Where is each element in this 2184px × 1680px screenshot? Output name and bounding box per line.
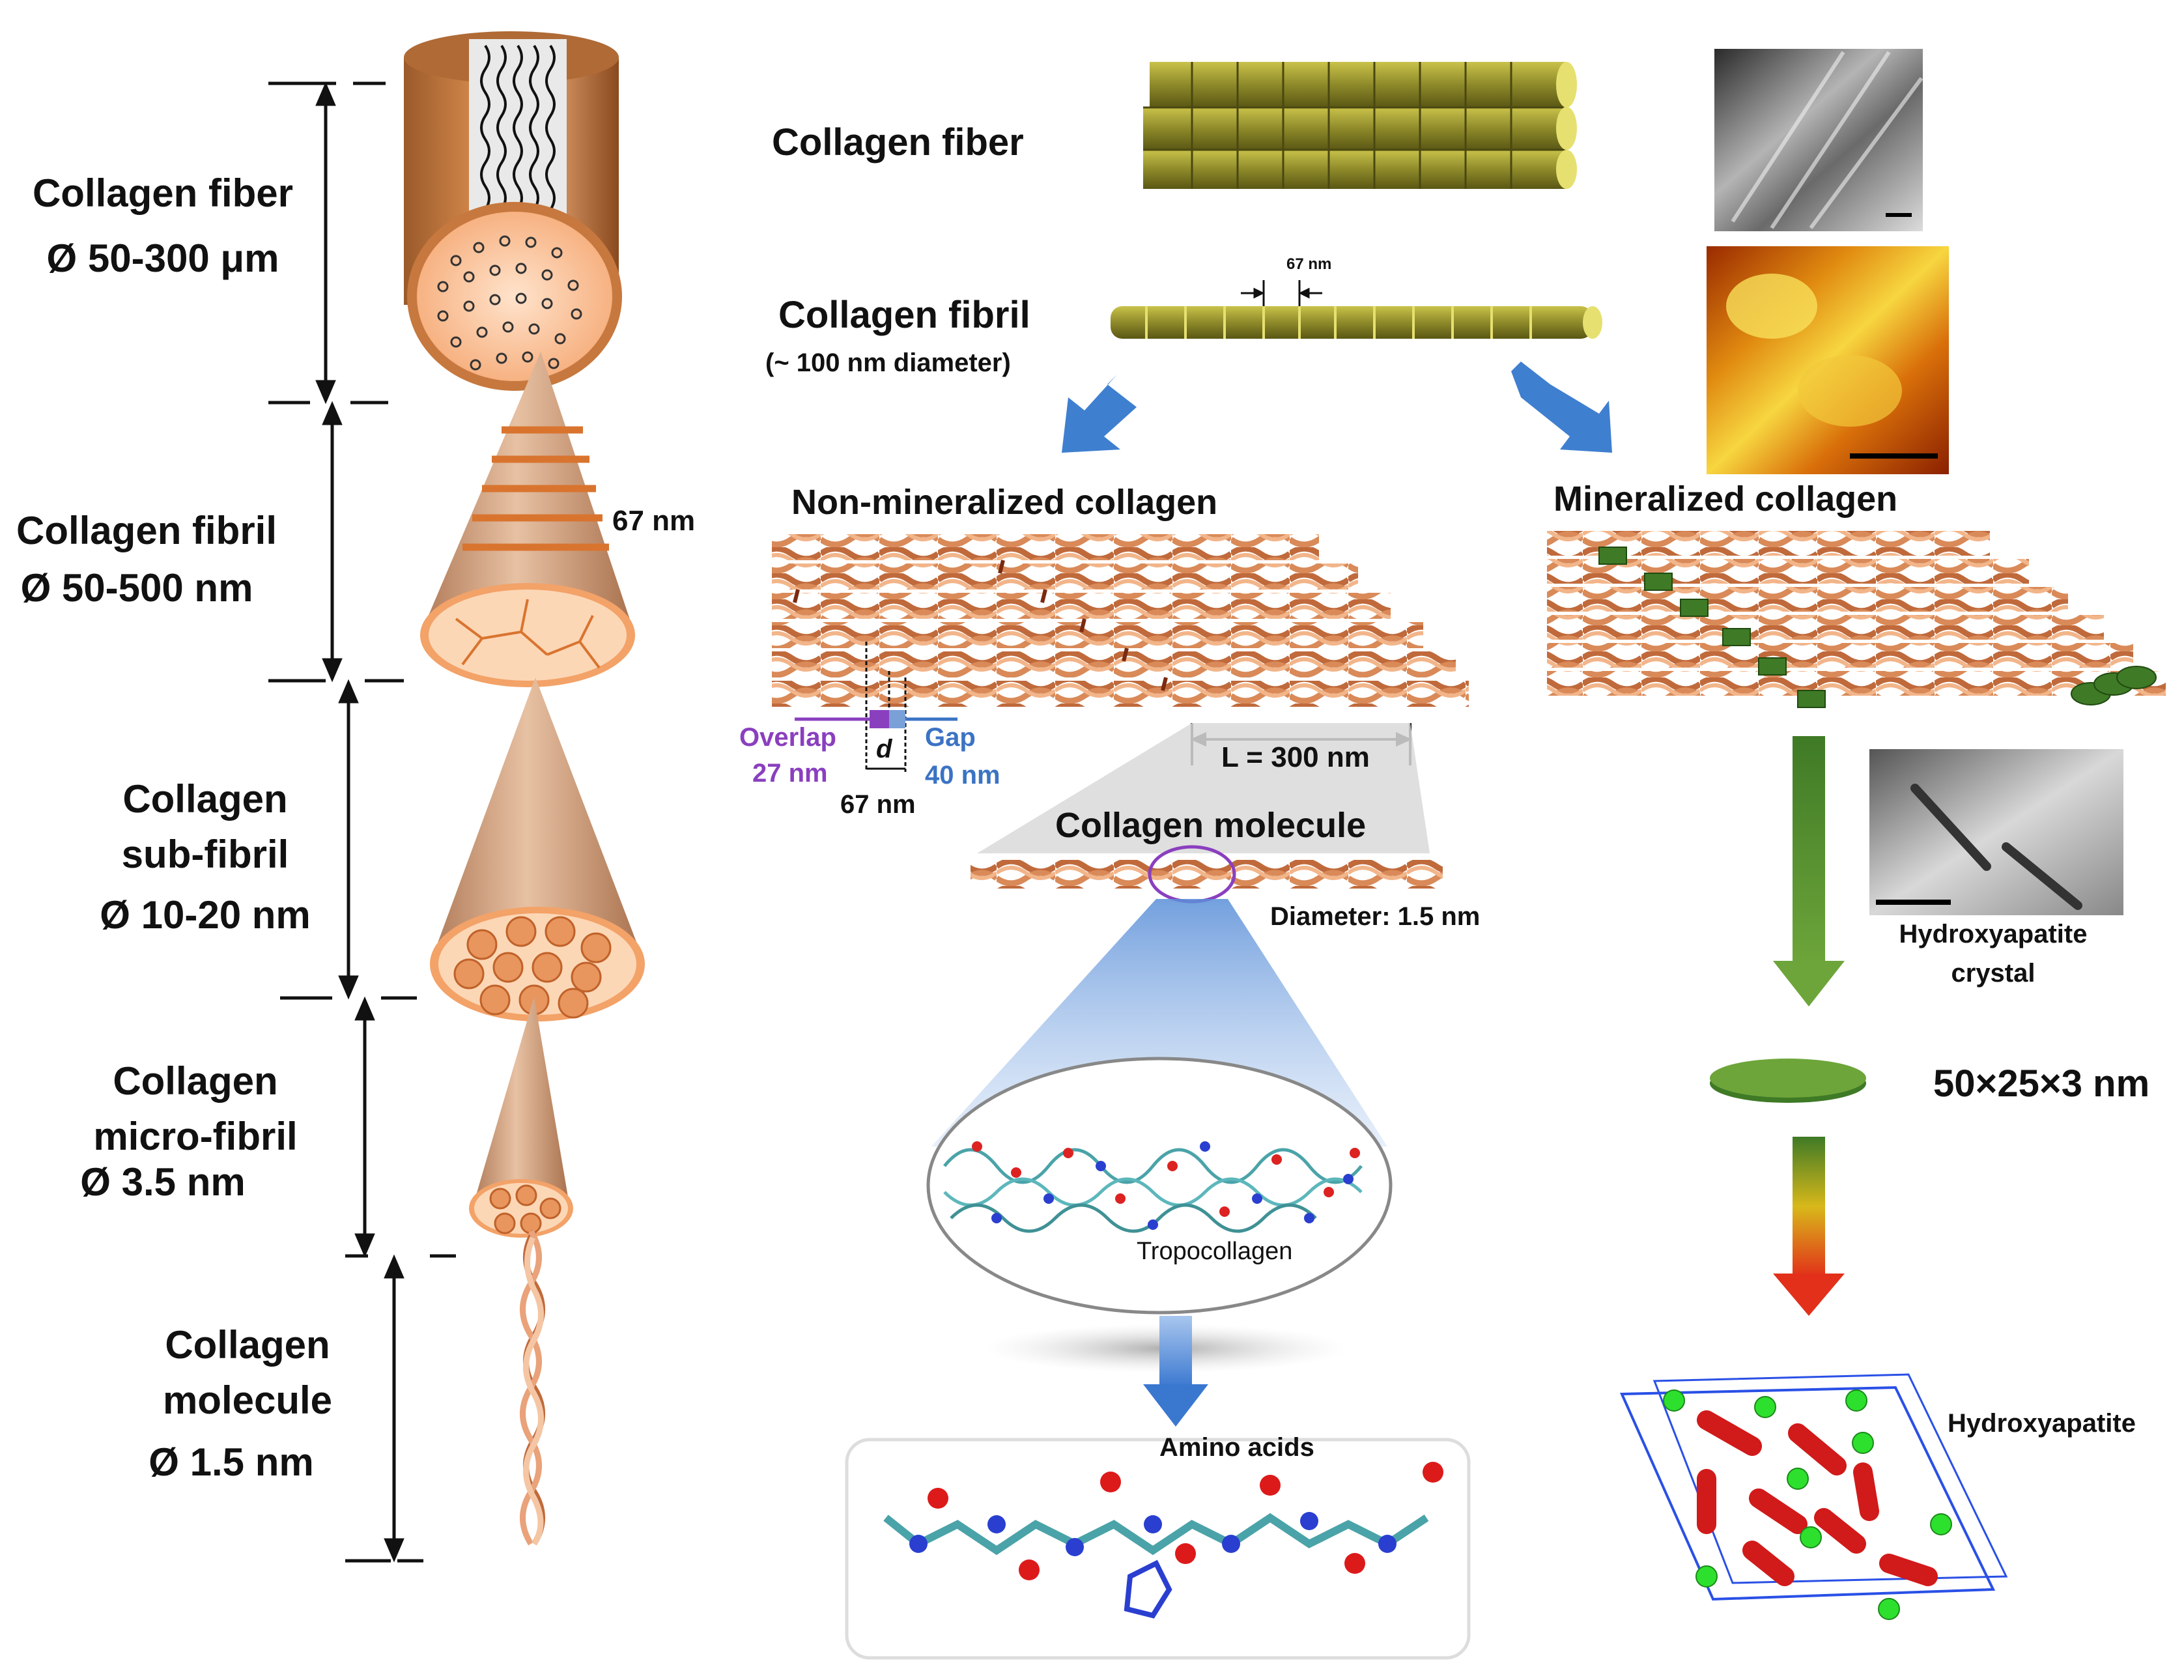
hier-fibril-size: Ø 50-500 nm (20, 566, 253, 610)
blue-split-arrows (1062, 362, 1612, 453)
gap-value: 40 nm (925, 761, 1000, 790)
fiber-bundle (1143, 62, 1577, 189)
non-mineralized-stack (772, 534, 1469, 772)
center-graphics (772, 62, 1612, 1660)
level-arrows (315, 81, 404, 1563)
right-graphics (1547, 49, 2166, 1620)
hier-molecule-name-1: Collagen (165, 1323, 330, 1367)
green-down-arrow (1773, 736, 1845, 1006)
hydroxyapatite-crystal-line2: crystal (1951, 959, 2035, 988)
sem-image (1714, 49, 1923, 231)
hier-subfibril-size: Ø 10-20 nm (100, 893, 311, 937)
hier-microfibril-name-2: micro-fibril (93, 1115, 298, 1158)
overlap-value: 27 nm (752, 759, 828, 788)
collagen-molecule-strand (971, 860, 1443, 889)
level-dashes (268, 81, 456, 1563)
micro-fibril-cone (469, 997, 573, 1238)
center-fiber-label: Collagen fiber (772, 121, 1024, 164)
tem-image (1869, 749, 2123, 915)
afm-image (1707, 246, 1949, 474)
hier-molecule-name-2: molecule (162, 1378, 333, 1422)
fibril-period-label: 67 nm (612, 505, 696, 537)
amino-acids-box (845, 1438, 1471, 1660)
period-value: 67 nm (840, 790, 916, 819)
molecule-label: Collagen molecule (1055, 806, 1367, 845)
hydroxyapatite-lattice (1619, 1373, 2008, 1620)
hydroxyapatite-crystal-line1: Hydroxyapatite (1899, 920, 2088, 948)
sub-fibril-cone (430, 677, 645, 1021)
molecule-diameter: Diameter: 1.5 nm (1270, 902, 1481, 931)
hier-molecule-size: Ø 1.5 nm (149, 1440, 314, 1484)
overlap-label: Overlap (739, 723, 836, 752)
left-hierarchy-graphic (268, 31, 645, 1563)
nonmineral-label: Non-mineralized collagen (791, 483, 1218, 522)
hier-microfibril-size: Ø 3.5 nm (80, 1160, 246, 1204)
crystal-disc (1710, 1059, 1866, 1103)
hier-subfibril-name-1: Collagen (122, 777, 288, 821)
center-fibril-period: 67 nm (1286, 255, 1332, 273)
length-label: L = 300 nm (1221, 741, 1370, 773)
gradient-down-arrow (1773, 1137, 1845, 1316)
hydroxyapatite-label: Hydroxyapatite (1948, 1409, 2136, 1438)
tropocollagen-label: Tropocollagen (1137, 1238, 1293, 1265)
hier-subfibril-name-2: sub-fibril (121, 833, 289, 876)
hier-fiber-size: Ø 50-300 μm (46, 236, 279, 280)
amino-acids-label: Amino acids (1159, 1433, 1314, 1462)
tropocollagen-lens (926, 1057, 1393, 1315)
molecule-zoom-fan (977, 723, 1430, 853)
fiber-cylinder (404, 31, 622, 391)
hier-fiber-name: Collagen fiber (32, 171, 294, 215)
molecule-helix (520, 1229, 545, 1546)
mineralized-stack (1547, 531, 2166, 708)
center-fibril-label: Collagen fibril (778, 294, 1030, 336)
blue-down-arrow (1143, 1316, 1208, 1427)
crystal-size: 50×25×3 nm (1933, 1062, 2150, 1105)
single-fibril (1111, 280, 1602, 339)
d-label: d (876, 735, 892, 763)
mineral-label: Mineralized collagen (1553, 479, 1898, 519)
gap-label: Gap (925, 723, 976, 752)
hier-fibril-name: Collagen fibril (16, 509, 277, 552)
center-fibril-diameter: (~ 100 nm diameter) (765, 349, 1011, 377)
hier-microfibril-name-1: Collagen (113, 1059, 278, 1103)
fibril-cone (420, 352, 635, 687)
